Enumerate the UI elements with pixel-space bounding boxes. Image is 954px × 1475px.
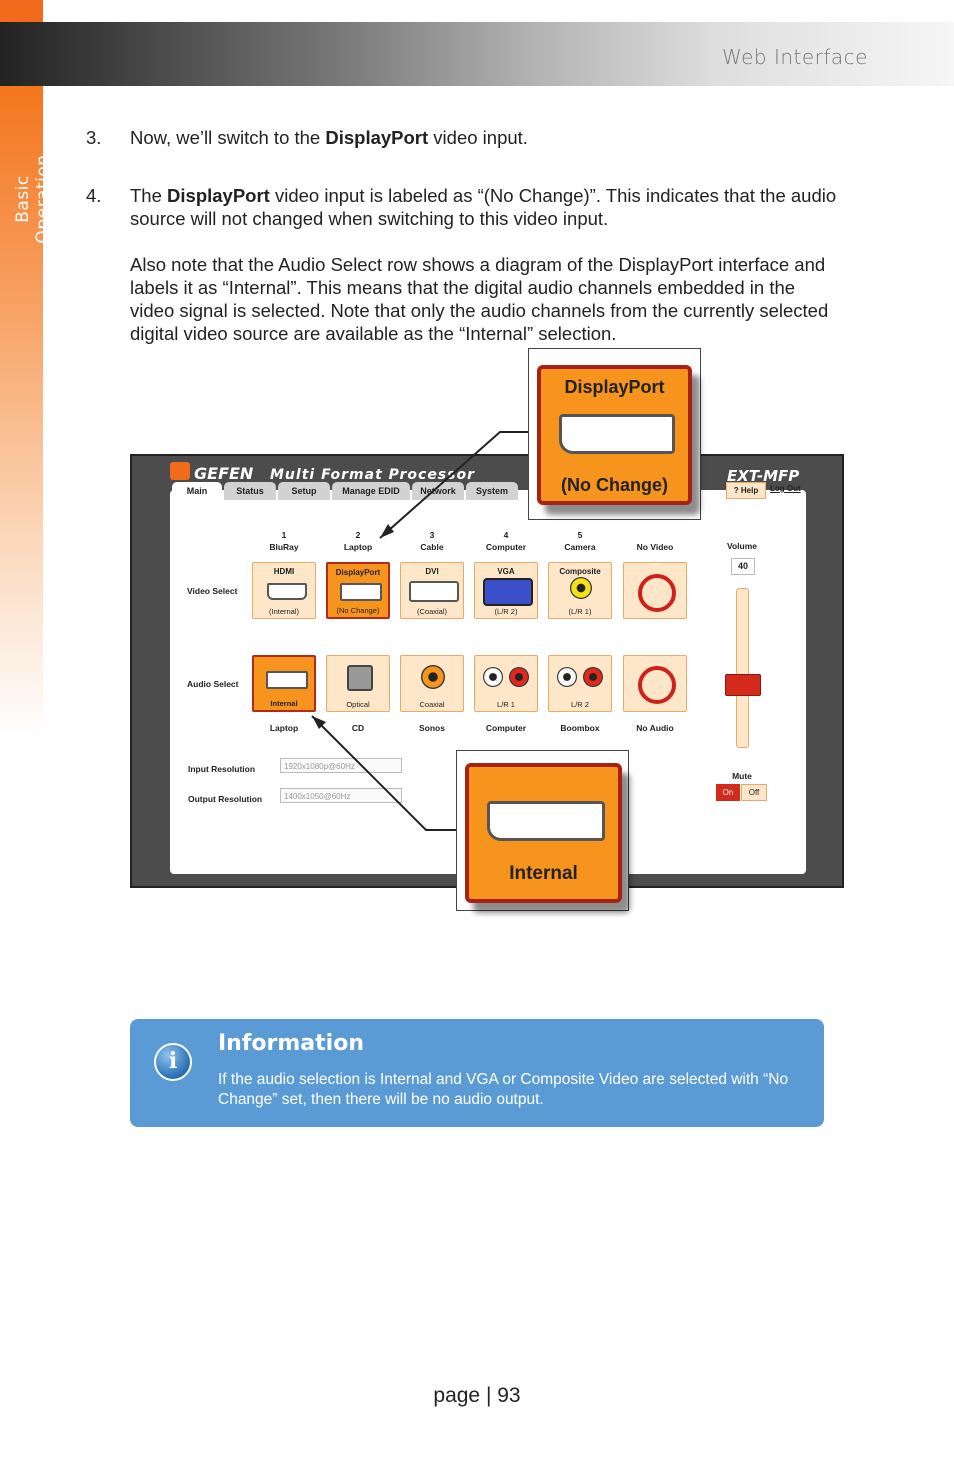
input-5-name: Camera — [564, 542, 596, 552]
displayport-icon — [559, 414, 675, 454]
info-text: If the audio selection is Internal and V… — [218, 1071, 789, 1108]
input-resolution-label: Input Resolution — [188, 764, 256, 774]
brand-name: GEFEN — [194, 464, 254, 483]
step-4-number: 4. — [86, 185, 102, 206]
white-rca-icon — [557, 667, 577, 687]
no-video-icon — [638, 574, 676, 612]
volume-slider-handle[interactable] — [725, 674, 761, 696]
audio-select-label: Audio Select — [187, 679, 239, 689]
optical-port-icon — [347, 665, 373, 691]
red-rca-icon — [583, 667, 603, 687]
composite-jack-icon — [570, 577, 592, 599]
input-4-number: 4 — [503, 530, 509, 540]
video-tile-no-video[interactable] — [623, 562, 687, 619]
volume-value[interactable]: 40 — [731, 558, 755, 575]
displayport-callout: DisplayPort (No Change) — [528, 348, 701, 520]
app-title: Multi Format Processor — [270, 467, 475, 483]
red-rca-icon — [509, 667, 529, 687]
audio-tile-coaxial[interactable]: Coaxial — [400, 655, 464, 712]
video-tile-vga[interactable]: VGA (L/R 2) — [474, 562, 538, 619]
audio-2-name: CD — [351, 723, 365, 733]
volume-label: Volume — [726, 541, 758, 551]
audio-tile-internal[interactable]: Internal — [252, 655, 316, 712]
input-2-number: 2 — [355, 530, 361, 540]
mute-on-button[interactable]: On — [716, 784, 740, 801]
step-3-number: 3. — [86, 127, 102, 148]
video-tile-dvi[interactable]: DVI (Coaxial) — [400, 562, 464, 619]
white-rca-icon — [483, 667, 503, 687]
mute-off-button[interactable]: Off — [741, 784, 767, 801]
input-resolution-field: 1920x1080p@60Hz — [280, 758, 402, 773]
input-1-number: 1 — [281, 530, 287, 540]
displayport-callout-tile: DisplayPort (No Change) — [537, 365, 692, 505]
video-tile-hdmi[interactable]: HDMI (Internal) — [252, 562, 316, 619]
output-resolution-field: 1400x1050@60Hz — [280, 788, 402, 803]
arrow-to-internal — [311, 715, 456, 831]
no-audio-icon — [638, 666, 676, 704]
audio-1-name: Laptop — [269, 723, 299, 733]
displayport-icon — [487, 801, 605, 841]
tab-system[interactable]: System — [466, 482, 518, 500]
help-button[interactable]: ? Help — [726, 482, 766, 499]
no-video-name: No Video — [636, 542, 674, 552]
info-icon: i — [154, 1043, 192, 1081]
mute-label: Mute — [732, 771, 752, 781]
tab-status[interactable]: Status — [224, 482, 276, 500]
displayport-icon — [266, 671, 308, 689]
info-title: Information — [218, 1031, 364, 1056]
tab-setup[interactable]: Setup — [278, 482, 330, 500]
input-5-number: 5 — [577, 530, 583, 540]
video-tile-composite[interactable]: Composite (L/R 1) — [548, 562, 612, 619]
page-number: page | 93 — [433, 1384, 521, 1407]
volume-slider-track[interactable] — [736, 588, 749, 748]
coaxial-jack-icon — [421, 665, 445, 689]
vga-port-icon — [483, 578, 533, 606]
audio-5-name: Boombox — [560, 723, 600, 733]
step-4-text: The DisplayPort video input is labeled a… — [130, 185, 837, 229]
model-name: EXT-MFP — [727, 467, 800, 485]
tab-main[interactable]: Main — [172, 482, 222, 500]
input-3-name: Cable — [420, 542, 444, 552]
step-3-text: Now, we’ll switch to the DisplayPort vid… — [130, 127, 528, 148]
internal-callout: Internal — [456, 750, 629, 911]
hdmi-port-icon — [267, 583, 307, 600]
tab-network[interactable]: Network — [412, 482, 464, 500]
header-title: Web Interface — [721, 45, 868, 69]
internal-callout-tile: Internal — [465, 763, 622, 903]
note-paragraph: Also note that the Audio Select row show… — [130, 254, 829, 344]
input-1-name: BluRay — [269, 542, 299, 552]
audio-3-name: Sonos — [419, 723, 445, 733]
audio-tile-lr1[interactable]: L/R 1 — [474, 655, 538, 712]
gefen-logo-icon — [170, 462, 190, 480]
logout-link[interactable]: Log Out — [770, 484, 801, 493]
arrow-to-displayport — [379, 431, 528, 539]
audio-6-name: No Audio — [636, 723, 674, 733]
video-select-label: Video Select — [187, 586, 238, 596]
tab-manage-edid[interactable]: Manage EDID — [332, 482, 410, 500]
information-box: i Information If the audio selection is … — [130, 1019, 824, 1127]
dvi-port-icon — [409, 581, 459, 602]
audio-tile-optical[interactable]: Optical — [326, 655, 390, 712]
video-tile-displayport[interactable]: DisplayPort (No Change) — [326, 562, 390, 619]
output-resolution-label: Output Resolution — [188, 794, 263, 804]
header-bar — [0, 22, 954, 86]
audio-tile-no-audio[interactable] — [623, 655, 687, 712]
displayport-icon — [340, 583, 382, 601]
audio-4-name: Computer — [485, 723, 527, 733]
input-3-number: 3 — [429, 530, 435, 540]
input-2-name: Laptop — [343, 542, 373, 552]
audio-tile-lr2[interactable]: L/R 2 — [548, 655, 612, 712]
side-strip — [0, 0, 43, 735]
input-4-name: Computer — [485, 542, 527, 552]
